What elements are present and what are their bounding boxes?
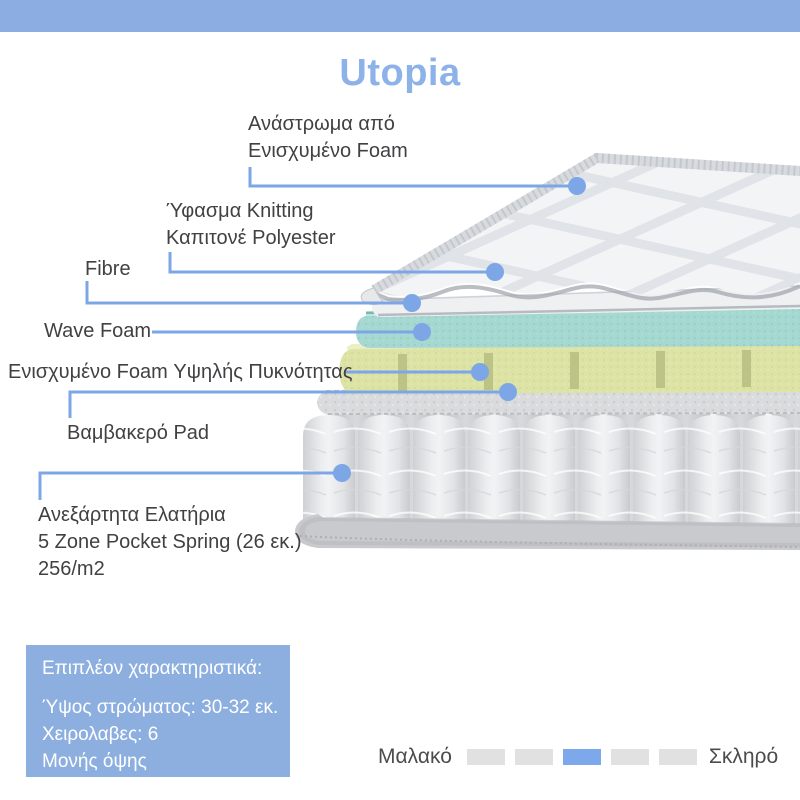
label-line: Fibre (85, 258, 131, 280)
label-topper: Ανάστρωμα από Ενισχυμένο Foam (248, 111, 408, 165)
firmness-square-2 (514, 749, 553, 765)
feature-handles: Χειρολαβες: 6 (42, 724, 159, 745)
label-line: Ενισχυμένο Foam (248, 140, 408, 162)
top-accent-bar (0, 0, 800, 32)
label-hd-foam: Ενισχυμένο Foam Υψηλής Πυκνότητας (8, 359, 352, 386)
label-cotton-pad: Βαμβακερό Pad (67, 420, 209, 447)
firmness-square-3-active (562, 749, 601, 765)
connector-dot (413, 323, 431, 341)
connectors (38, 167, 586, 500)
label-line: Ενισχυμένο Foam Υψηλής Πυκνότητας (8, 361, 353, 383)
connector-dot (403, 294, 421, 312)
connector-dot (471, 363, 489, 381)
label-line: Ανάστρωμα από (248, 113, 395, 135)
connector-fabric (168, 252, 504, 281)
label-line: Ύφασμα Knitting (166, 200, 314, 222)
firmness-square-5 (658, 749, 697, 765)
mattress-base-rim (295, 514, 800, 550)
connector-hd-foam (344, 363, 489, 381)
label-line: 5 Zone Pocket Spring (26 εκ.) (38, 531, 302, 553)
firmness-label-hard: Σκληρό (708, 745, 779, 768)
label-line: 256/m2 (38, 558, 105, 580)
connector-springs (38, 464, 351, 500)
connector-fibre (85, 281, 421, 312)
feature-sides: Μονής όψης (42, 751, 147, 772)
connector-wave-foam (152, 323, 431, 341)
label-fabric: Ύφασμα Knitting Καπιτονέ Polyester (166, 198, 335, 252)
connector-dot (486, 263, 504, 281)
firmness-square-1 (466, 749, 505, 765)
features-box: Επιπλέον χαρακτηριστικά: Ύψος στρώματος:… (26, 645, 290, 777)
firmness-square-4 (610, 749, 649, 765)
connector-dot (333, 464, 351, 482)
quilt-shadow (375, 284, 800, 302)
connector-dot (499, 383, 517, 401)
connector-dot (568, 177, 586, 195)
label-line: Wave Foam (44, 320, 152, 342)
fibre-layer (371, 285, 800, 317)
firmness-label-soft: Μαλακό (378, 745, 452, 768)
label-springs: Ανεξάρτητα Ελατήρια 5 Zone Pocket Spring… (38, 502, 302, 583)
page-title: Utopia (339, 52, 461, 94)
label-fibre: Fibre (85, 256, 131, 283)
label-line: Καπιτονέ Polyester (166, 227, 336, 249)
firmness-scale: Μαλακό Σκληρό (378, 745, 778, 769)
features-box-title: Επιπλέον χαρακτηριστικά: (42, 658, 263, 679)
label-wave-foam: Wave Foam (44, 318, 151, 345)
label-line: Βαμβακερό Pad (67, 422, 210, 444)
connector-cotton-pad (68, 383, 517, 418)
pocket-springs-front-row (303, 415, 800, 538)
connector-topper (248, 167, 586, 195)
label-line: Ανεξάρτητα Ελατήρια (38, 504, 226, 526)
feature-height: Ύψος στρώματος: 30-32 εκ. (42, 697, 279, 718)
